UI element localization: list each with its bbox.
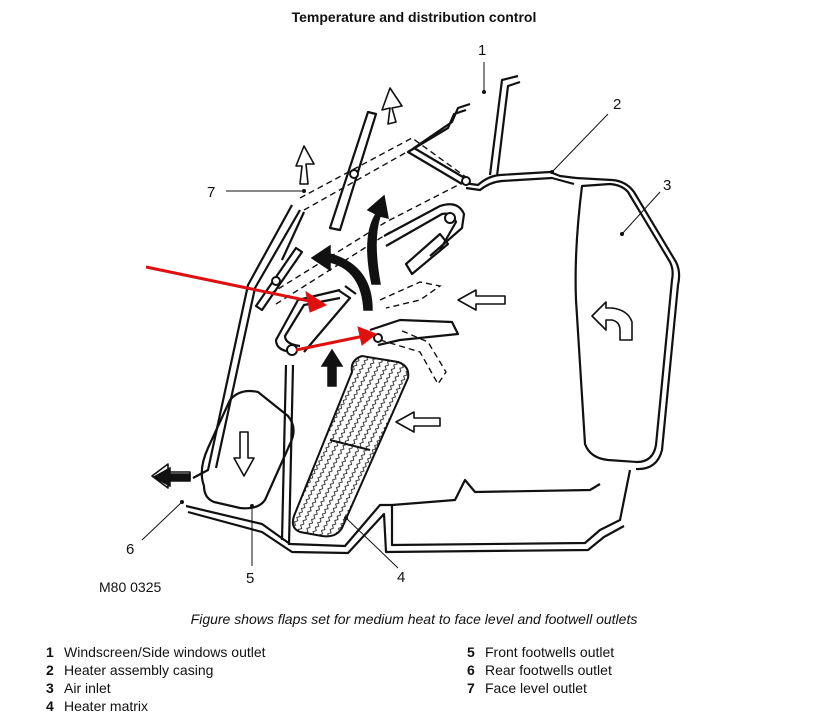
windscreen-duct-right-inner	[495, 80, 521, 177]
windscreen-flap	[328, 110, 378, 232]
lower-right-flap	[369, 318, 460, 347]
callout-6: 6	[126, 541, 134, 558]
right-flap-assembly	[383, 203, 466, 257]
inlet-arrow-upper	[457, 289, 506, 311]
figure-id: M80 0325	[99, 579, 162, 595]
dashed-flap-windscreen	[299, 137, 471, 199]
rear-footwell-solid-arrow	[152, 466, 191, 488]
callout-7: 7	[207, 184, 215, 201]
leader-4	[345, 517, 399, 569]
curved-arrow-right	[366, 194, 389, 285]
pivot-face	[271, 276, 281, 286]
dashed-flap-face	[269, 181, 465, 295]
face-up-arrow	[295, 145, 315, 185]
center-divider-inner	[287, 364, 295, 546]
dashed-inlet-flap	[379, 281, 442, 309]
windscreen-duct-left-inner	[406, 108, 467, 185]
leader-3	[621, 191, 661, 235]
center-divider	[280, 364, 288, 541]
pivot-right-flap	[444, 212, 456, 224]
windscreen-duct-left	[412, 102, 471, 181]
curved-arrow-left	[310, 244, 373, 311]
footwell-outlet-duct	[200, 389, 295, 510]
leader-2	[551, 113, 609, 173]
pivot-blend	[286, 344, 298, 356]
heater-assembly-diagram: 1 2 3 4 5 6 7	[126, 42, 681, 587]
callout-2: 2	[613, 96, 621, 113]
figure-caption: Figure shows flaps set for medium heat t…	[190, 611, 638, 627]
callout-4: 4	[397, 569, 405, 586]
casing-top-wall	[463, 170, 577, 187]
inlet-swirl-arrow	[591, 301, 633, 341]
casing-left-wall-inner	[214, 209, 301, 469]
callout-1: 1	[478, 42, 486, 59]
face-level-wall	[281, 211, 305, 261]
upper-flap	[303, 289, 352, 353]
dashed-flap-windscreen-2	[303, 147, 415, 211]
casing-left-wall	[192, 204, 293, 479]
leader-6	[141, 501, 183, 541]
upper-flap-2	[344, 285, 357, 295]
diagram-title: Temperature and distribution control	[291, 9, 537, 25]
footwell-down-arrow	[233, 431, 255, 477]
pivot-lower	[373, 333, 383, 343]
matrix-up-arrow	[320, 348, 344, 387]
air-inlet-housing	[574, 182, 674, 464]
pivot-windscreen	[349, 169, 359, 179]
dashed-lower-flap	[379, 329, 447, 386]
callout-5: 5	[246, 570, 254, 587]
casing-top-wall-inner	[465, 176, 575, 192]
floor-bump	[391, 478, 601, 507]
air-inlet-outer-wall	[575, 176, 681, 471]
inlet-arrow-lower	[395, 411, 441, 433]
red-annotation-arrow-lower	[295, 334, 365, 352]
windscreen-duct-right	[488, 74, 519, 176]
windscreen-up-arrow	[381, 87, 403, 125]
right-flap-arm	[404, 232, 450, 276]
blend-flap-housing-inner	[283, 296, 341, 348]
casing-floor-inner	[187, 510, 625, 555]
face-flap	[254, 246, 304, 312]
pivot-top-right	[461, 176, 471, 186]
callout-3: 3	[663, 177, 671, 194]
heater-matrix	[291, 354, 410, 538]
red-annotation-arrow-upper	[145, 265, 315, 304]
